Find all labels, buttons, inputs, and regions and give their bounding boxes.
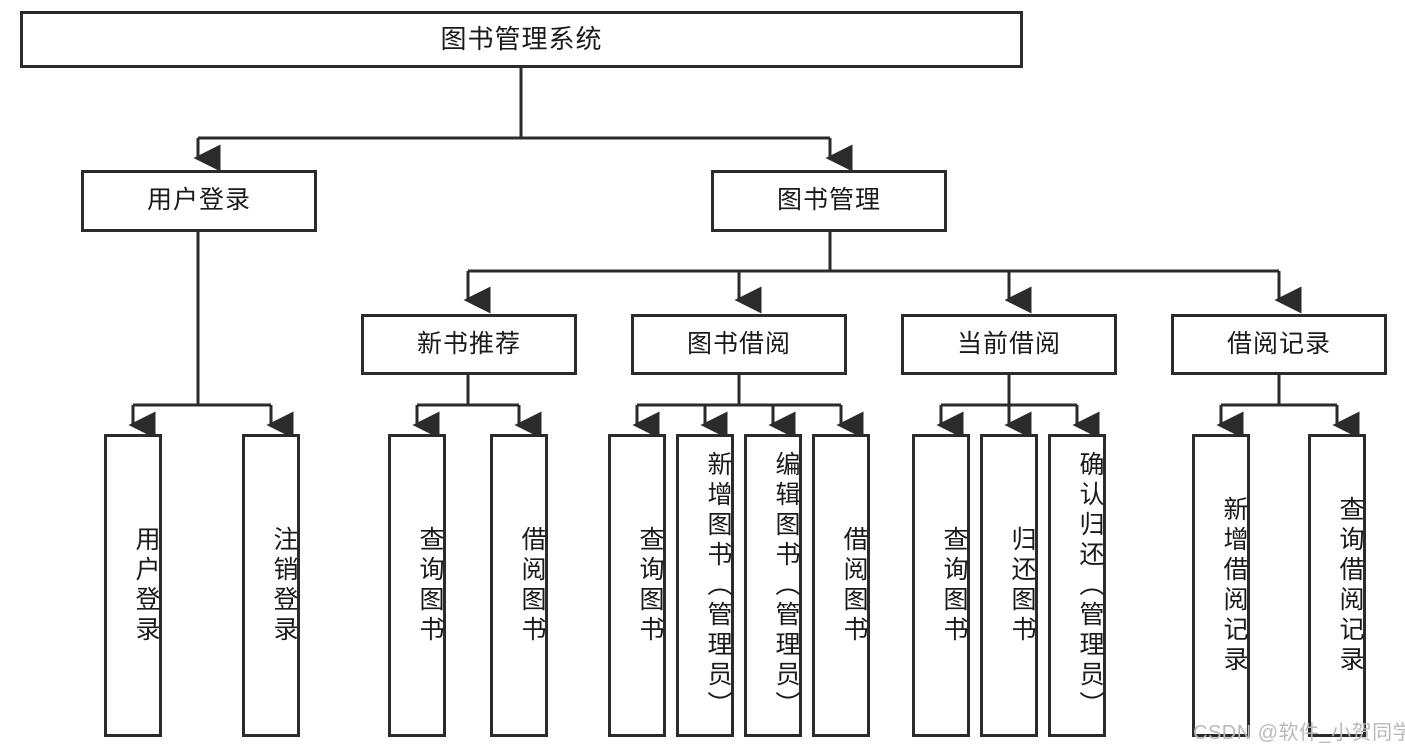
node-leaf-query-book-1[interactable]: 查询图书 — [388, 434, 446, 737]
node-label: 查询图书 — [940, 525, 968, 646]
node-current-borrow[interactable]: 当前借阅 — [901, 314, 1117, 375]
node-leaf-add-borrow-record[interactable]: 新增借阅记录 — [1192, 434, 1250, 737]
node-borrow-record[interactable]: 借阅记录 — [1171, 314, 1387, 375]
node-label: 新增图书（管理员） — [704, 450, 732, 721]
node-new-book-recommend[interactable]: 新书推荐 — [361, 314, 577, 375]
node-label: 图书管理系统 — [440, 24, 603, 55]
node-leaf-query-borrow-record[interactable]: 查询借阅记录 — [1308, 434, 1366, 737]
node-label: 借阅记录 — [1226, 329, 1331, 358]
node-label: 确认归还（管理员） — [1076, 450, 1104, 721]
node-label: 新书推荐 — [416, 329, 521, 358]
node-leaf-query-book-2[interactable]: 查询图书 — [608, 434, 666, 737]
node-leaf-borrow-book-1[interactable]: 借阅图书 — [490, 434, 548, 737]
node-label: 借阅图书 — [518, 525, 546, 646]
csdn-watermark: CSDN @软件_小贺同学 — [1193, 722, 1405, 744]
node-label: 用户登录 — [146, 186, 251, 215]
node-leaf-query-book-3[interactable]: 查询图书 — [912, 434, 970, 737]
node-leaf-add-book[interactable]: 新增图书（管理员） — [676, 434, 734, 737]
node-leaf-edit-book[interactable]: 编辑图书（管理员） — [744, 434, 802, 737]
node-leaf-logout-login[interactable]: 注销登录 — [242, 434, 300, 737]
node-label: 归还图书 — [1008, 525, 1036, 646]
node-label: 借阅图书 — [840, 525, 868, 646]
node-label: 图书管理 — [776, 186, 881, 215]
node-label: 编辑图书（管理员） — [772, 450, 800, 721]
node-label: 用户登录 — [132, 525, 160, 646]
node-label: 注销登录 — [270, 525, 298, 646]
node-label: 查询图书 — [636, 525, 664, 646]
node-leaf-return-book[interactable]: 归还图书 — [980, 434, 1038, 737]
node-leaf-borrow-book-2[interactable]: 借阅图书 — [812, 434, 870, 737]
node-label: 查询图书 — [416, 525, 444, 646]
node-leaf-confirm-return[interactable]: 确认归还（管理员） — [1048, 434, 1106, 737]
node-leaf-user-login[interactable]: 用户登录 — [104, 434, 162, 737]
node-label: 查询借阅记录 — [1336, 495, 1364, 676]
node-book-management-system[interactable]: 图书管理系统 — [20, 11, 1023, 68]
node-label: 图书借阅 — [686, 329, 791, 358]
node-book-borrow[interactable]: 图书借阅 — [631, 314, 847, 375]
node-book-management[interactable]: 图书管理 — [711, 170, 947, 232]
node-label: 新增借阅记录 — [1220, 495, 1248, 676]
node-user-login[interactable]: 用户登录 — [81, 170, 317, 232]
node-label: 当前借阅 — [956, 329, 1061, 358]
